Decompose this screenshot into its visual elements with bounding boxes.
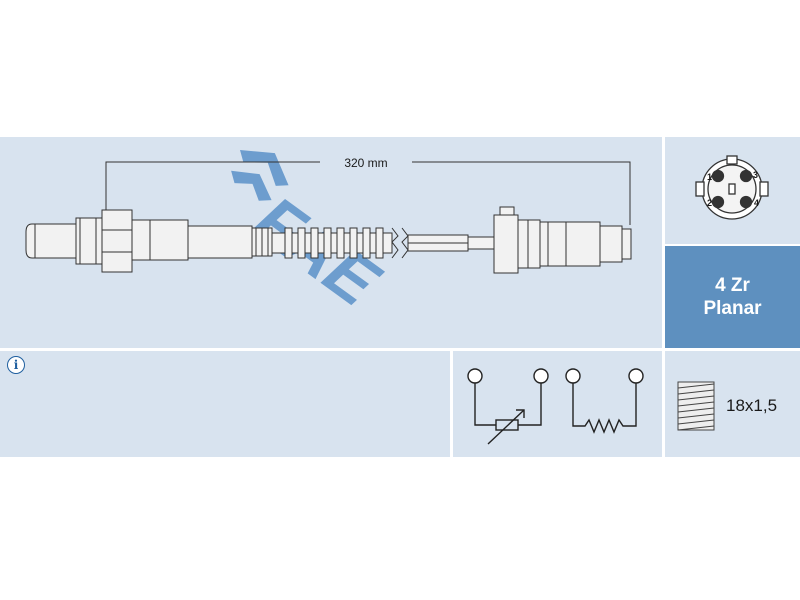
thread-size-label: 18x1,5 bbox=[726, 396, 778, 415]
cable-sleeve bbox=[271, 227, 393, 259]
sensor-type-line1: 4 Zr bbox=[715, 275, 750, 296]
sensor-type-panel: 4 Zr Planar bbox=[665, 246, 800, 348]
pin-label-3: 3 bbox=[753, 170, 758, 180]
circuit-panel bbox=[453, 351, 662, 457]
connector-pinout-icon bbox=[695, 155, 769, 220]
dimension-line bbox=[105, 161, 631, 225]
thread-icon bbox=[677, 381, 715, 431]
pin-label-2: 2 bbox=[707, 198, 712, 208]
hex-nut bbox=[101, 209, 133, 273]
dimension-label: 320 mm bbox=[344, 156, 387, 170]
pin-label-1: 1 bbox=[707, 172, 712, 182]
info-panel bbox=[0, 351, 450, 457]
sensor-type-line2: Planar bbox=[703, 298, 762, 319]
sensor-tip bbox=[25, 223, 77, 259]
pin-label-4: 4 bbox=[754, 198, 759, 208]
variable-resistor-icon bbox=[467, 368, 549, 445]
heater-resistor-icon bbox=[565, 368, 644, 434]
sensor-body bbox=[131, 219, 189, 261]
sensor-connector bbox=[493, 206, 632, 274]
info-icon[interactable]: i bbox=[7, 356, 25, 374]
oxygen-sensor-drawing bbox=[25, 206, 632, 274]
